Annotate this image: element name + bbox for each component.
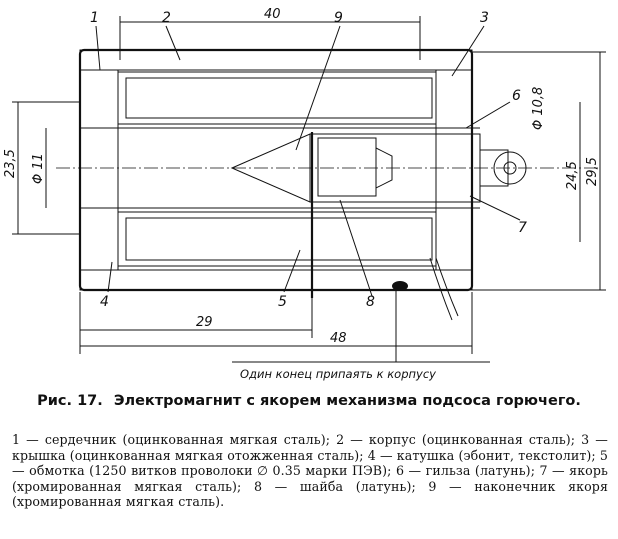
part-label-6: 6 <box>512 88 521 104</box>
armature <box>230 132 527 298</box>
dim-top-length: 40 <box>264 7 281 22</box>
dim-right-diameter: Φ 10,8 <box>531 87 546 130</box>
part-label-7: 7 <box>518 220 527 236</box>
part-label-2: 2 <box>162 10 171 26</box>
part-label-4: 4 <box>100 294 109 310</box>
dim-bottom-long: 48 <box>330 331 347 346</box>
dim-right-inner: 24,5 <box>565 161 580 190</box>
part-label-8: 8 <box>366 294 375 310</box>
leader-lines <box>95 25 521 297</box>
parts-legend: 1 — сердечник (оцинкованная мягкая сталь… <box>12 432 608 510</box>
solder-note: Один конец припаять к корпусу <box>240 367 436 381</box>
dim-left-diameter: Φ 11 <box>31 153 46 184</box>
figure-number: Рис. 17. <box>37 393 103 409</box>
dim-bottom-short: 29 <box>196 315 213 330</box>
figure-caption: Рис. 17. Электромагнит с якорем механизм… <box>8 391 610 411</box>
dimension-labels: 40 23,5 Φ 11 Φ 10,8 24,5 29,5 29 48 <box>3 7 600 346</box>
part-label-9: 9 <box>334 10 343 26</box>
dim-right-outer: 29,5 <box>585 157 600 186</box>
coil-assembly <box>117 71 437 267</box>
part-label-5: 5 <box>278 294 287 310</box>
wire-lead <box>429 257 453 321</box>
dimension-lines <box>12 16 606 363</box>
part-labels: 1 2 9 3 6 7 4 5 8 <box>90 10 527 310</box>
figure-title: Электромагнит с якорем механизма подсоса… <box>113 393 581 409</box>
part-label-1: 1 <box>90 10 99 26</box>
part-label-3: 3 <box>480 10 489 26</box>
housing <box>78 48 474 292</box>
electromagnet-drawing: 1 2 9 3 6 7 4 5 8 40 23,5 Φ 11 Φ 10,8 24… <box>3 7 606 381</box>
dim-left-height: 23,5 <box>3 149 18 178</box>
